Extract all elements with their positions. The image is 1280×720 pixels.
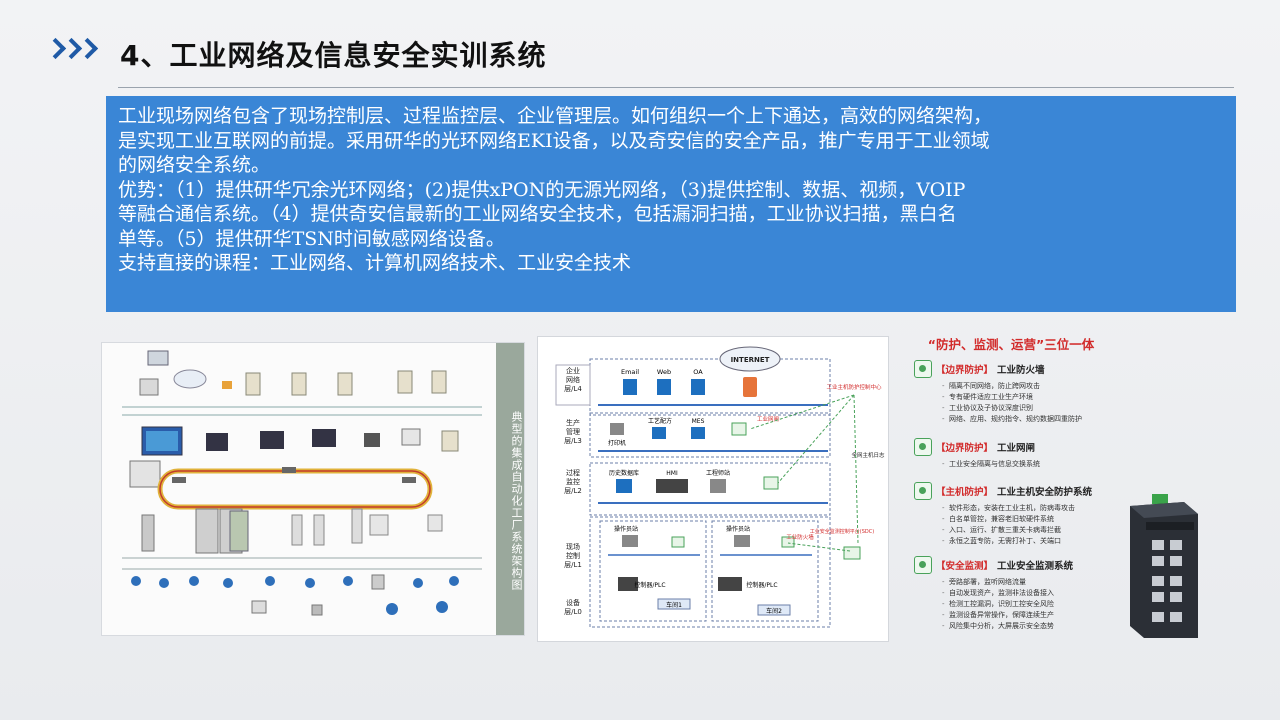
feature-gatekeeper: 【边界防护】工业网闸 工业安全隔离与信息交换系统	[914, 438, 1124, 470]
feature-item: 风险集中分析，大屏展示安全态势	[942, 621, 1124, 632]
intro-line: 等融合通信系统。（4）提供奇安信最新的工业网络安全技术，包括漏洞扫描，工业协议扫…	[118, 203, 957, 225]
diagram-side-title: 典型的集成自动化工厂系统架构图	[496, 343, 524, 635]
layer-label: 企业网络层/L4	[564, 366, 582, 393]
center-label: 工业主机防护控制中心	[826, 383, 882, 391]
architecture-drawing	[122, 350, 482, 616]
oa-label: OA	[693, 368, 703, 376]
history-db-label: 历史数据库	[609, 469, 639, 477]
switch-icon	[1130, 494, 1198, 638]
factory-architecture-diagram: 典型的集成自动化工厂系统架构图	[101, 342, 525, 636]
gatekeeper-icon	[914, 438, 932, 456]
layer-label: 设备层/L0	[564, 598, 582, 616]
monitor-icon	[914, 556, 932, 574]
feature-name: 工业主机安全防护系统	[997, 487, 1093, 498]
feature-item: 白名单管控，兼容老旧软硬件系统	[942, 514, 1124, 525]
features-title: “防护、监测、运营”三位一体	[927, 337, 1095, 352]
firewall-icon	[914, 360, 932, 378]
feature-item: 工业安全隔离与信息交换系统	[942, 459, 1124, 470]
feature-name: 工业防火墙	[997, 365, 1045, 376]
feature-item: 自动发现资产，监测非法设备接入	[942, 588, 1124, 599]
internet-label: INTERNET	[731, 356, 770, 364]
workshop-label: 车间1	[666, 601, 682, 609]
feature-item: 入口、运行、扩散三重关卡病毒拦截	[942, 525, 1124, 536]
email-label: Email	[621, 368, 639, 376]
intro-textbox: 工业现场网络包含了现场控制层、过程监控层、企业管理层。如何组织一个上下通达，高效…	[106, 96, 1236, 312]
operator-label: 操作员站	[726, 525, 750, 533]
intro-line: 支持直接的课程：工业网络、计算机网络技术、工业安全技术	[118, 252, 632, 274]
feature-host-protection: 【主机防护】工业主机安全防护系统 软件形态，安装在工业主机，防病毒攻击 白名单管…	[914, 482, 1124, 547]
title-divider	[118, 87, 1234, 88]
plc-label: 控制器/PLC	[746, 581, 777, 589]
feature-tag: 【安全监测】	[936, 561, 994, 572]
shield-icon	[914, 482, 932, 500]
feature-item: 网络、应用、规约指令、规约数据四重防护	[942, 414, 1124, 425]
intro-line: 单等。（5）提供研华TSN时间敏感网络设备。	[118, 227, 505, 250]
mes-label: MES	[692, 418, 705, 425]
switch-device-image	[1124, 492, 1204, 642]
process-label: 工艺配方	[648, 417, 672, 425]
layer-drawing: 企业网络层/L4 生产管理层/L3 过程监控层/L2 现场控制层/L1 设备层/…	[555, 346, 885, 628]
feature-tag: 【边界防护】	[936, 365, 994, 376]
layer-label: 生产管理层/L3	[564, 418, 582, 445]
intro-line: 是实现工业互联网的前提。采用研华的光环网络EKI设备，以及奇安信的安全产品，推广…	[118, 129, 990, 152]
feature-item: 工业协议及子协议深度识别	[942, 403, 1124, 414]
sdc-label: 工业安全监测控制平台(SDC)	[810, 528, 874, 535]
printer-label: 打印机	[608, 439, 626, 447]
operator-label: 操作员站	[614, 525, 638, 533]
feature-tag: 【主机防护】	[936, 487, 994, 498]
intro-line: 优势：（1）提供研华冗余光环网络；(2)提供xPON的无源光网络，（3)提供控制…	[118, 178, 966, 201]
security-features-panel: “防护、监测、运营”三位一体 【边界防护】工业防火墙 隔离不同网络，防止跨网攻击…	[898, 334, 1124, 634]
feature-item: 软件形态，安装在工业主机，防病毒攻击	[942, 503, 1124, 514]
feature-item: 永恒之蓝专防，无需打补丁、关端口	[942, 536, 1124, 547]
feature-item: 检测工控漏洞，识别工控安全风险	[942, 599, 1124, 610]
firewall-label: 工业防火墙	[786, 533, 814, 541]
feature-item: 监测设备异常操作，保障连续生产	[942, 610, 1124, 621]
chevron-icon	[48, 38, 94, 58]
web-label: Web	[657, 368, 671, 376]
feature-item: 隔离不同网络，防止跨网攻击	[942, 381, 1124, 392]
layer-label: 过程监控层/L2	[564, 468, 582, 495]
feature-firewall: 【边界防护】工业防火墙 隔离不同网络，防止跨网攻击 专有硬件适应工业生产环境 工…	[914, 360, 1124, 425]
hmi-label: HMI	[666, 470, 678, 477]
feature-name: 工业网闸	[997, 443, 1036, 454]
feature-monitoring: 【安全监测】工业安全监测系统 旁路部署，监听网络流量 自动发现资产，监测非法设备…	[914, 556, 1124, 632]
plc-label: 控制器/PLC	[634, 581, 665, 589]
network-security-diagram: 企业网络层/L4 生产管理层/L3 过程监控层/L2 现场控制层/L1 设备层/…	[537, 336, 889, 642]
intro-line: 的网络安全系统。	[118, 154, 271, 176]
intro-line: 工业现场网络包含了现场控制层、过程监控层、企业管理层。如何组织一个上下通达，高效…	[118, 105, 993, 127]
feature-item: 专有硬件适应工业生产环境	[942, 392, 1124, 403]
workshop-label: 车间2	[766, 607, 782, 615]
engineer-label: 工程师站	[706, 469, 730, 477]
page-title: 4、工业网络及信息安全实训系统	[120, 39, 547, 72]
feature-item: 旁路部署，监听网络流量	[942, 577, 1124, 588]
feature-tag: 【边界防护】	[936, 443, 994, 454]
feature-name: 工业安全监测系统	[997, 561, 1074, 572]
log-label: 全网主机日志	[851, 451, 885, 459]
layer-label: 现场控制层/L1	[564, 542, 582, 569]
gatekeeper-label: 工业网闸	[757, 415, 779, 423]
